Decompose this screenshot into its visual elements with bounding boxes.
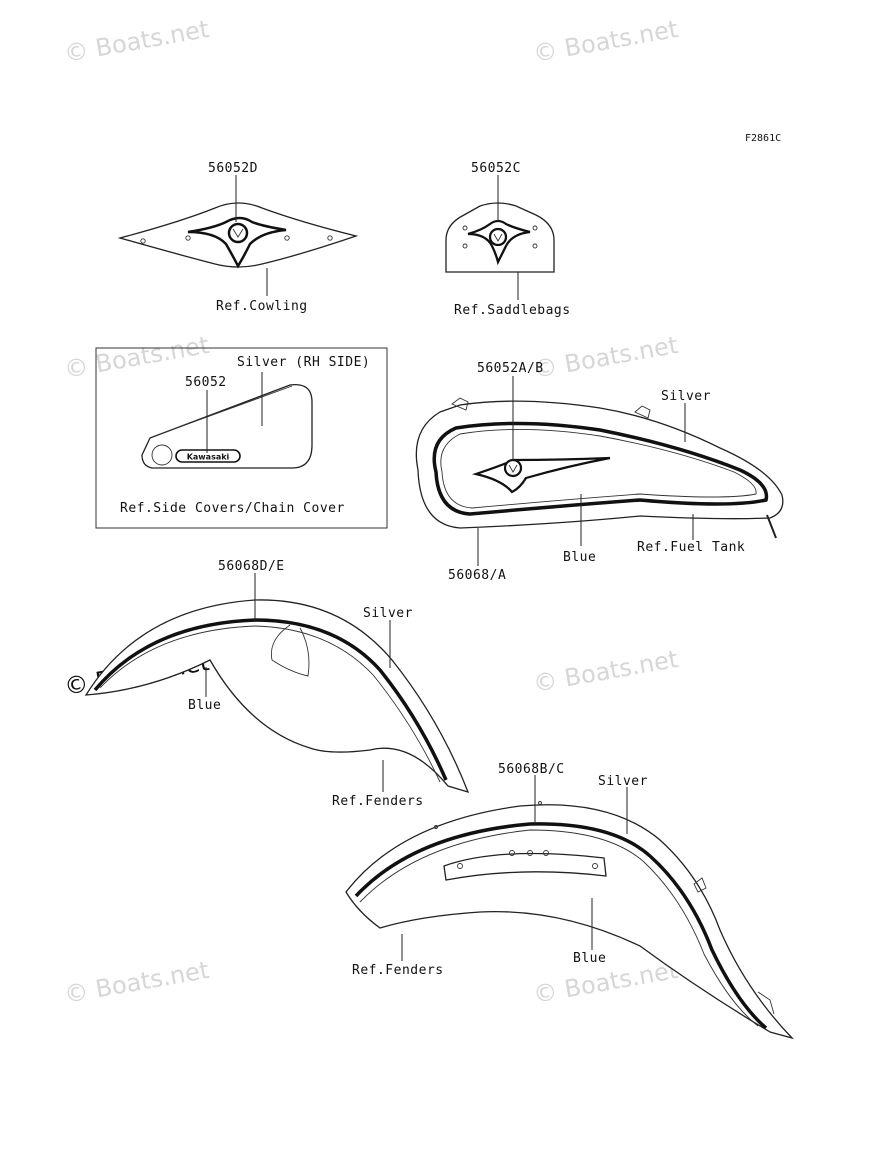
kawasaki-emblem-text: Kawasaki: [187, 453, 230, 462]
side-color-silver: Silver (RH SIDE): [237, 355, 370, 370]
ref-rear-fenders: Ref.Fenders: [352, 963, 444, 978]
part-number-56068DE: 56068D/E: [218, 559, 285, 574]
ref-saddlebags: Ref.Saddlebags: [454, 303, 571, 318]
part-number-56052D: 56052D: [208, 161, 258, 176]
part-number-56052: 56052: [185, 375, 227, 390]
rear-fender: [345, 801, 795, 1040]
part-number-56052AB: 56052A/B: [477, 361, 544, 376]
part-number-56052C: 56052C: [471, 161, 521, 176]
part-number-56068BC: 56068B/C: [498, 762, 565, 777]
watermark: © Boats.net: [531, 331, 680, 384]
watermark: © Boats.net: [531, 645, 680, 698]
ref-fuel-tank: Ref.Fuel Tank: [637, 540, 745, 555]
front-fender-color-silver: Silver: [363, 606, 413, 621]
rear-fender-color-blue: Blue: [573, 951, 606, 966]
figure-code: F2861C: [745, 133, 781, 144]
side-cover-box: [95, 347, 388, 529]
rear-fender-color-silver: Silver: [598, 774, 648, 789]
side-cover-panel: Kawasaki: [141, 383, 313, 469]
ref-cowling: Ref.Cowling: [216, 299, 308, 314]
saddlebag-emblem: [445, 202, 555, 273]
front-fender: [84, 599, 470, 794]
tank-color-silver: Silver: [661, 389, 711, 404]
kawasaki-emblem: [175, 449, 241, 463]
watermark: © Boats.net: [62, 15, 211, 68]
fuel-tank: [415, 397, 784, 539]
watermark: © Boats.net: [531, 15, 680, 68]
part-number-56068A: 56068/A: [448, 568, 506, 583]
ref-front-fenders: Ref.Fenders: [332, 794, 424, 809]
watermark: © Boats.net: [62, 956, 211, 1009]
ref-side-covers: Ref.Side Covers/Chain Cover: [120, 501, 345, 516]
tank-color-blue: Blue: [563, 550, 596, 565]
cowling-emblem: [117, 202, 359, 269]
front-fender-color-blue: Blue: [188, 698, 221, 713]
